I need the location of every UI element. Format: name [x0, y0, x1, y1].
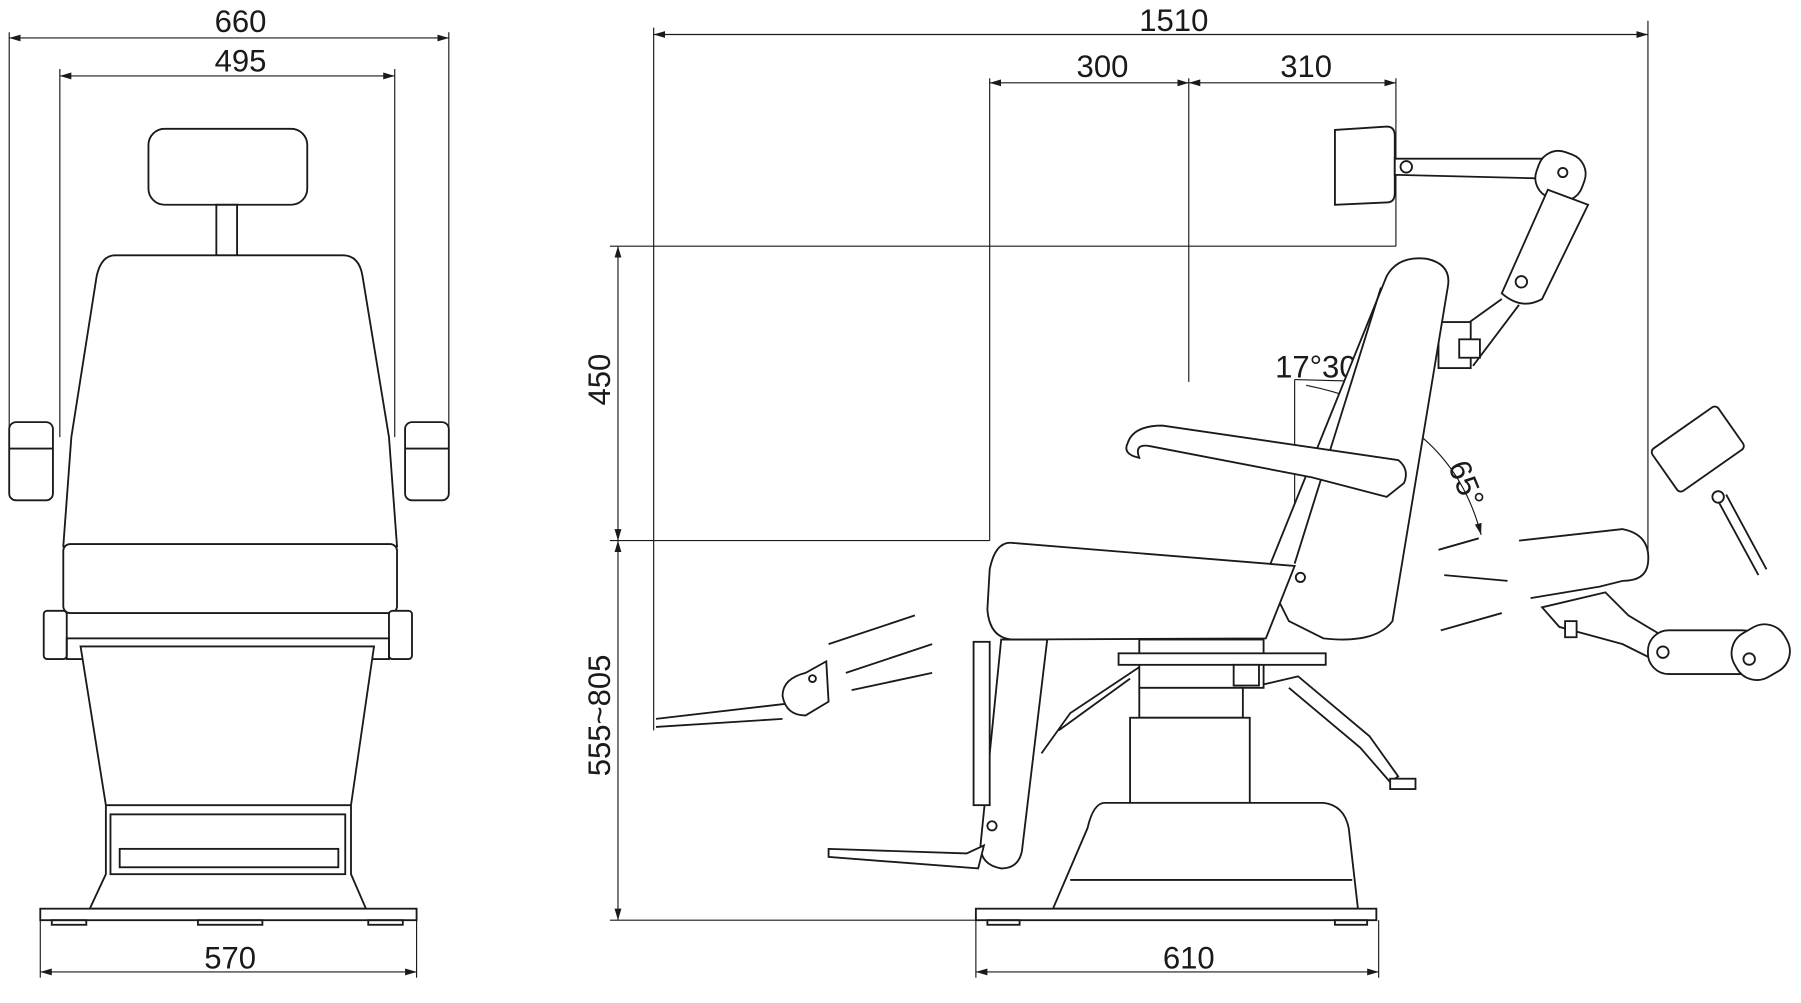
headrest-post [215, 203, 238, 257]
dim-660: 660 [8, 4, 450, 472]
seat-side [986, 541, 1296, 641]
dim-label-570: 570 [204, 941, 256, 976]
dim-label-300: 300 [1077, 49, 1129, 84]
dim-450: 450 [582, 245, 1396, 542]
dim-555-805: 555~805 [582, 540, 979, 921]
pedestal-side [1051, 801, 1359, 910]
base-side [974, 907, 1378, 922]
armrest-left [8, 421, 54, 502]
pedestal-front [79, 645, 376, 910]
headrest-arm [1500, 188, 1590, 305]
dim-495: 495 [59, 43, 396, 438]
alternate-position-ghost [655, 405, 1791, 728]
base-front [39, 907, 418, 922]
headrest-side [1334, 125, 1396, 206]
angle-label-65: 65° [1441, 455, 1491, 512]
side-view: 1510 300 310 450 555~805 610 [582, 3, 1791, 978]
dim-1510: 1510 [653, 3, 1649, 731]
dim-label-610: 610 [1163, 941, 1215, 976]
armrest-side [1125, 424, 1407, 498]
dim-label-660: 660 [215, 4, 267, 39]
dim-610: 610 [975, 920, 1380, 978]
dim-label-1510: 1510 [1139, 3, 1208, 38]
backrest-side [1264, 257, 1450, 641]
backrest-front [62, 254, 399, 548]
dim-label-310: 310 [1280, 49, 1332, 84]
front-view: 660 495 [8, 4, 450, 978]
dim-label-495: 495 [215, 43, 267, 78]
headrest-front [147, 127, 309, 206]
dim-570: 570 [39, 920, 418, 978]
seat-front [62, 543, 398, 614]
dim-label-555-805: 555~805 [582, 655, 617, 777]
dim-label-450: 450 [582, 354, 617, 406]
footrest-side [827, 843, 986, 870]
armrest-right [404, 421, 450, 502]
